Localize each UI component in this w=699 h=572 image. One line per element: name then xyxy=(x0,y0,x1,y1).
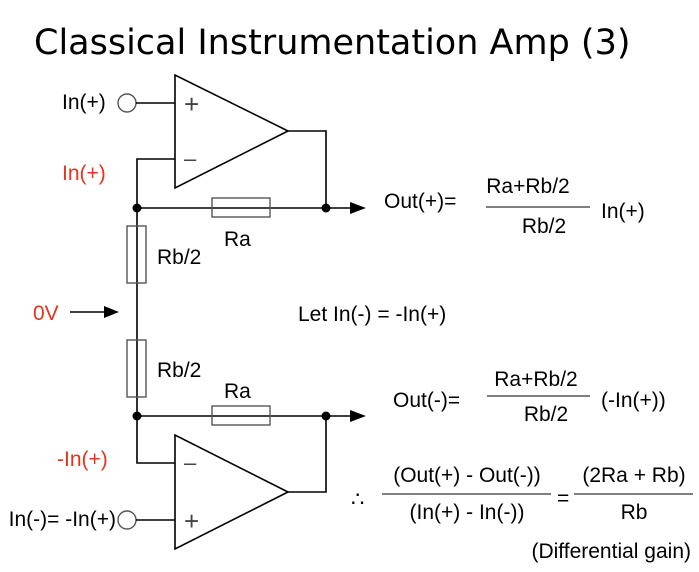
resistor-ra-bottom xyxy=(211,405,271,426)
gain-note: (Differential gain) xyxy=(531,540,691,563)
bottom-opamp xyxy=(174,433,290,551)
top-input-terminal xyxy=(117,93,137,113)
bottom-input-terminal xyxy=(117,510,137,530)
bottom-input-label: In(-)= -In(+) xyxy=(9,508,116,531)
bottom-opamp-minus: – xyxy=(184,450,197,475)
out-minus-lhs: Out(-)= xyxy=(393,389,460,412)
gain-rhs-den: Rb xyxy=(621,501,648,524)
ra-top-label: Ra xyxy=(224,228,251,251)
top-opamp-minus: – xyxy=(184,146,197,171)
slide-title: Classical Instrumentation Amp (3) xyxy=(34,23,631,63)
wire xyxy=(136,416,175,464)
gain-rhs-num: (2Ra + Rb) xyxy=(582,464,685,487)
out-minus-factor: (-In(+)) xyxy=(601,389,666,412)
output-arrow-icon xyxy=(350,202,366,214)
junction-dot xyxy=(132,203,142,213)
top-opamp-plus: + xyxy=(184,89,199,119)
out-minus-den: Rb/2 xyxy=(524,403,568,426)
top-opamp xyxy=(174,73,290,190)
gain-lhs-den: (In(+) - In(-)) xyxy=(410,501,525,524)
out-minus-num: Ra+Rb/2 xyxy=(494,368,577,391)
out-plus-factor: In(+) xyxy=(601,200,645,223)
resistor-ra-top xyxy=(211,197,271,218)
top-input-label: In(+) xyxy=(62,91,106,114)
let-statement: Let In(-) = -In(+) xyxy=(298,303,446,326)
out-plus-lhs: Out(+)= xyxy=(384,190,456,213)
top-node-label: In(+) xyxy=(62,162,106,185)
gain-equals: = xyxy=(557,487,569,510)
wire xyxy=(288,130,327,208)
out-plus-den: Rb/2 xyxy=(522,215,566,238)
output-arrow-icon xyxy=(350,410,366,422)
bottom-opamp-plus: + xyxy=(184,506,199,536)
junction-dot xyxy=(321,203,331,213)
resistor-rb-bottom xyxy=(126,339,147,398)
ra-bottom-label: Ra xyxy=(224,380,251,403)
ground-arrow-icon xyxy=(104,306,119,318)
resistor-rb-top xyxy=(126,225,147,284)
gain-lhs-num: (Out(+) - Out(-)) xyxy=(393,464,541,487)
therefore-symbol: ∴ xyxy=(351,488,364,511)
ground-label: 0V xyxy=(33,302,59,325)
wire xyxy=(288,416,327,493)
bottom-node-label: -In(+) xyxy=(57,448,108,471)
wire xyxy=(136,158,175,416)
rb-bottom-label: Rb/2 xyxy=(157,359,201,382)
out-plus-num: Ra+Rb/2 xyxy=(486,175,569,198)
rb-top-label: Rb/2 xyxy=(157,246,201,269)
